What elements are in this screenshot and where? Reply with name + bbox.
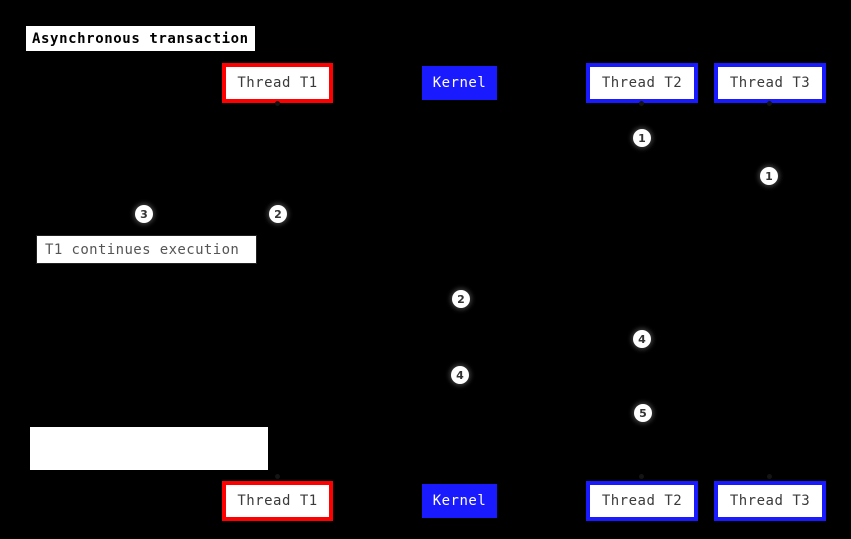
- lifeline-label: Thread T2: [601, 493, 683, 509]
- lifeline-header-thread-t2[interactable]: Thread T2: [586, 63, 698, 103]
- lifeline-connector-notch: [767, 101, 772, 106]
- lifeline-label: Thread T3: [729, 75, 811, 91]
- lifeline-connector-notch: [275, 101, 280, 106]
- step-marker-1: 1: [633, 129, 651, 147]
- step-marker-3: 3: [135, 205, 153, 223]
- step-marker-2: 2: [452, 290, 470, 308]
- lifeline-connector-notch: [275, 474, 280, 479]
- lifeline-footer-thread-t3[interactable]: Thread T3: [714, 481, 826, 521]
- message-note: T1 continues execution: [36, 235, 257, 264]
- lifeline-header-thread-t1[interactable]: Thread T1: [222, 63, 333, 103]
- message-note-label: T1 continues execution: [45, 241, 240, 258]
- lifeline-label: Thread T2: [601, 75, 683, 91]
- step-marker-1: 1: [760, 167, 778, 185]
- lifeline-connector-notch: [639, 101, 644, 106]
- lifeline-header-kernel[interactable]: Kernel: [422, 66, 497, 100]
- message-note-empty: [30, 427, 268, 470]
- lifeline-header-thread-t3[interactable]: Thread T3: [714, 63, 826, 103]
- lifeline-label: Thread T1: [237, 75, 318, 91]
- step-marker-5: 5: [634, 404, 652, 422]
- lifeline-connector-notch: [639, 474, 644, 479]
- lifeline-label: Thread T1: [237, 493, 318, 509]
- lifeline-footer-thread-t1[interactable]: Thread T1: [222, 481, 333, 521]
- step-marker-4: 4: [451, 366, 469, 384]
- lifeline-label: Kernel: [432, 493, 487, 509]
- lifeline-label: Thread T3: [729, 493, 811, 509]
- lifeline-connector-notch: [767, 474, 772, 479]
- diagram-title: Asynchronous transaction: [26, 26, 255, 51]
- lifeline-label: Kernel: [432, 75, 487, 91]
- lifeline-footer-thread-t2[interactable]: Thread T2: [586, 481, 698, 521]
- lifeline-footer-kernel[interactable]: Kernel: [422, 484, 497, 518]
- step-marker-4: 4: [633, 330, 651, 348]
- step-marker-2: 2: [269, 205, 287, 223]
